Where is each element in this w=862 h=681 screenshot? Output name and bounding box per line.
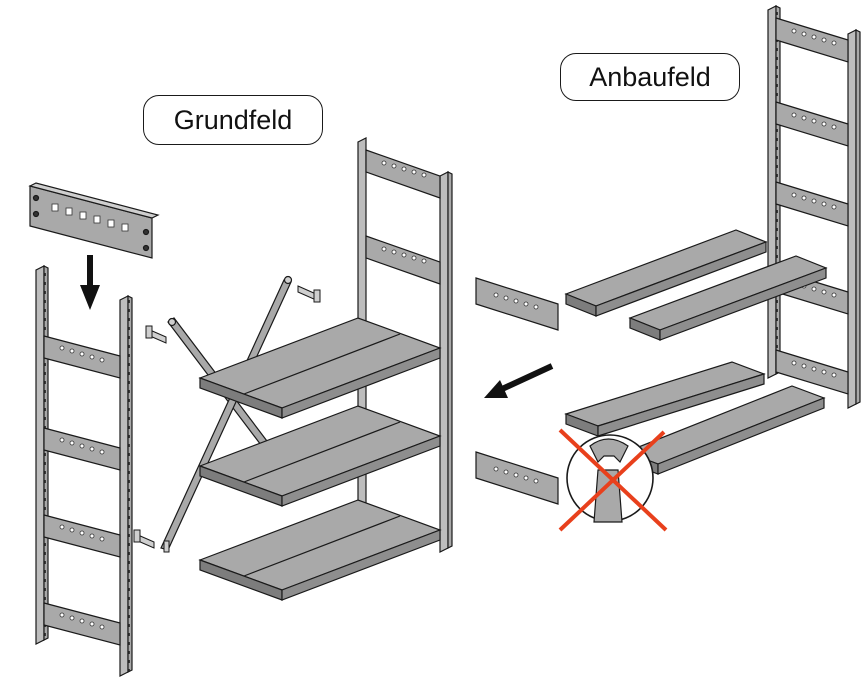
anbaufeld-connector-plates xyxy=(475,277,559,505)
left-upright-frame xyxy=(35,265,133,677)
grundfeld-shelves xyxy=(198,317,442,601)
bolts xyxy=(133,285,321,553)
anbaufeld-upright-frame xyxy=(767,5,861,409)
arrow-down-icon xyxy=(80,255,100,310)
arrow-diagonal-icon xyxy=(484,363,554,398)
anbaufeld-label: Anbaufeld xyxy=(560,53,740,101)
no-wrench-icon xyxy=(558,428,668,532)
top-connector-plate xyxy=(28,182,160,259)
grundfeld-label: Grundfeld xyxy=(143,95,323,145)
